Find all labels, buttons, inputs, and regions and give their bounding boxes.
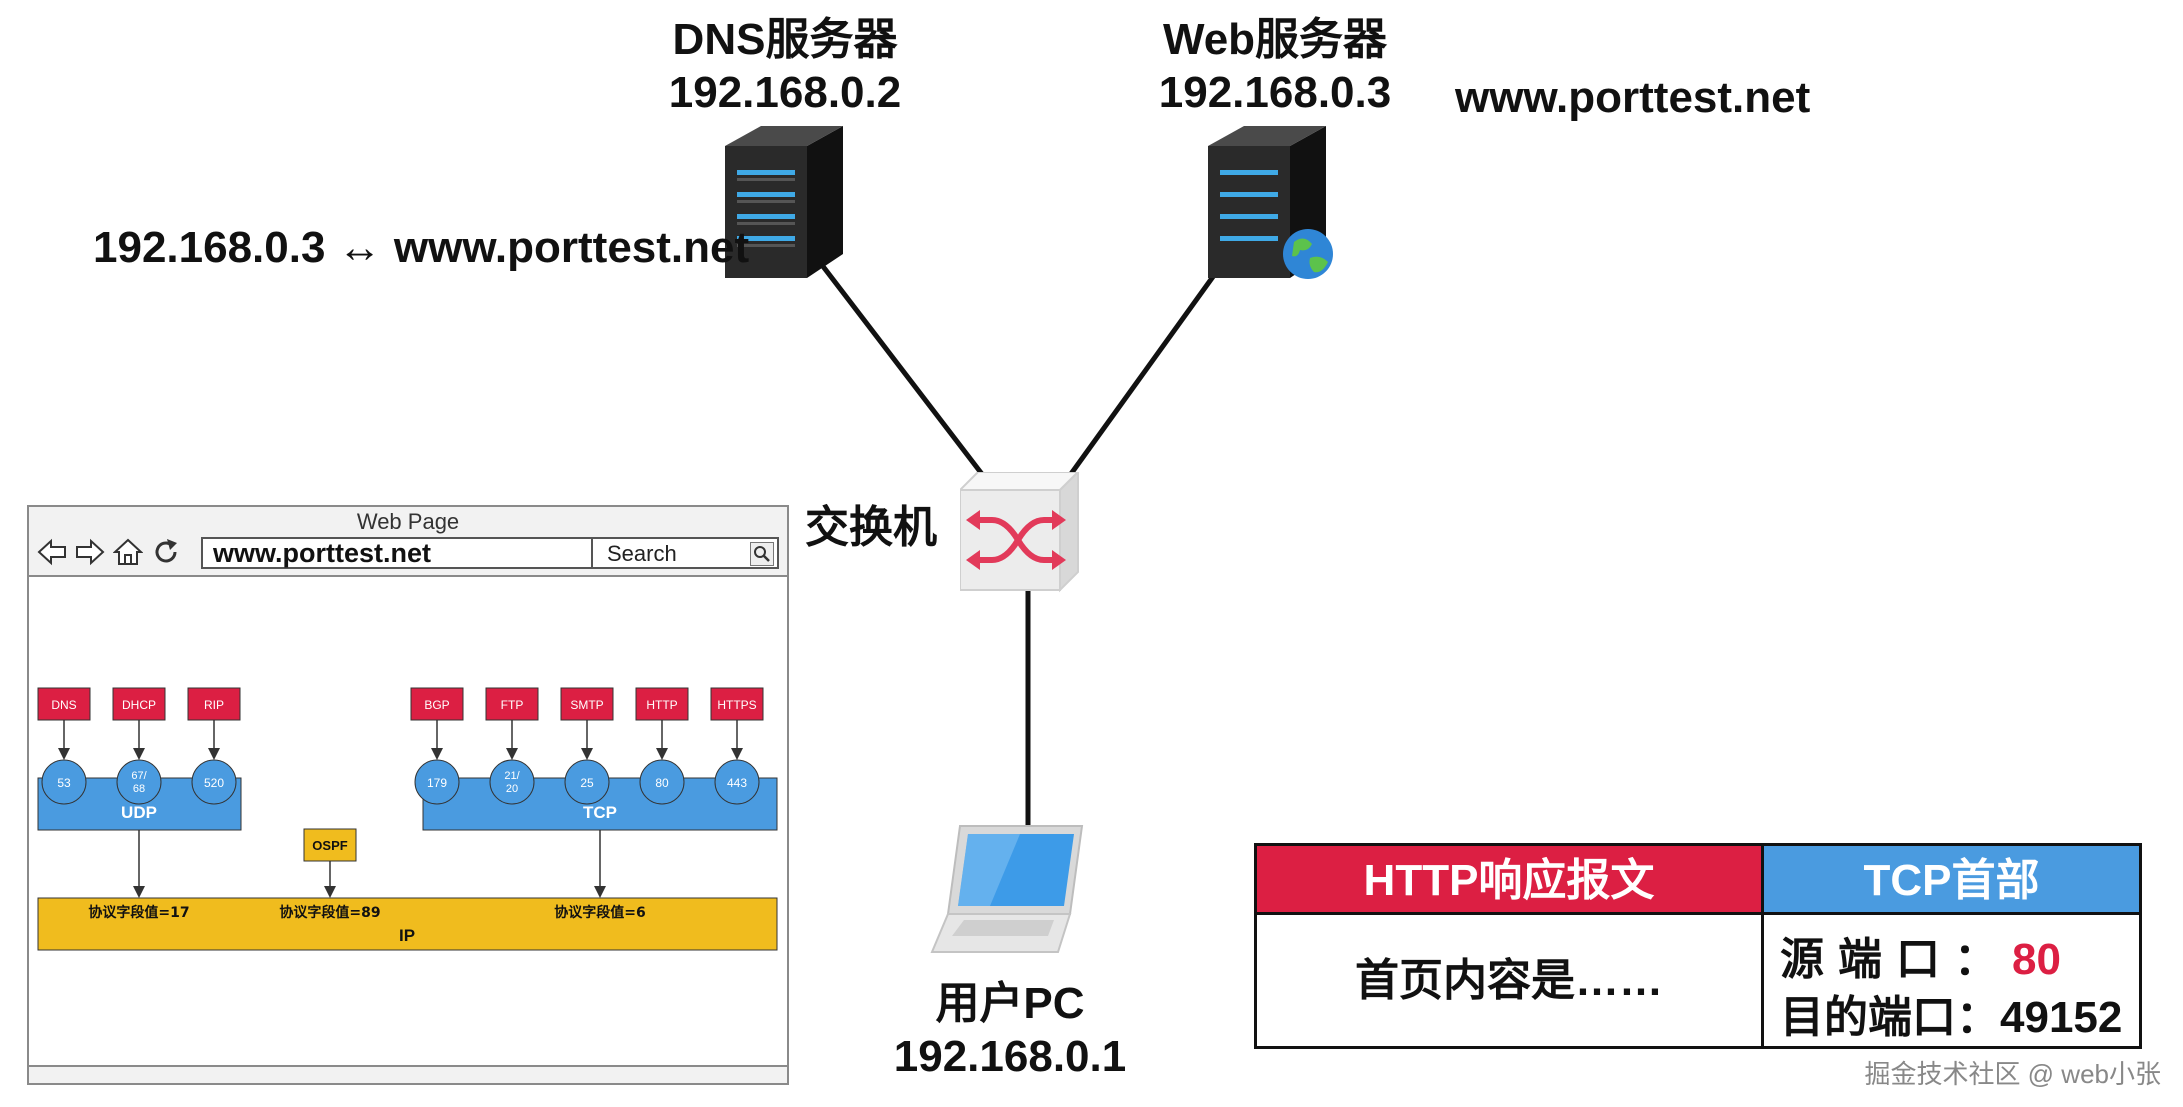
- udp-port-dns: 53: [57, 776, 71, 790]
- window-title: Web Page: [356, 509, 460, 534]
- web-server-domain: www.porttest.net: [1455, 73, 1811, 122]
- search-icon[interactable]: [750, 542, 774, 566]
- tcp-box-http: [635, 687, 689, 721]
- dns-mapping-record: 192.168.0.3 ↔ www.porttest.net: [93, 223, 750, 272]
- tcp-label-ftp: FTP: [501, 698, 524, 712]
- tcp-port-circle-smtp: [564, 759, 610, 805]
- tcp-label-https: HTTPS: [717, 698, 756, 712]
- udp-port-dhcp: 67/68: [131, 770, 147, 795]
- dst-port-row: 目的端口：49152: [1780, 981, 2122, 1045]
- search-placeholder: Search: [607, 541, 677, 566]
- tcp-port-ftp: 21/20: [504, 770, 520, 795]
- udp-layer-label: UDP: [121, 803, 157, 822]
- dst-port-label: 目的端口：: [1780, 993, 2000, 1042]
- browser-toolbar: Web Page www.porttest.net Search: [29, 507, 787, 577]
- tcp-port-smtp: 25: [580, 776, 594, 790]
- tcp-port-bgp: 179: [427, 776, 447, 790]
- web-server-ip: 192.168.0.3: [1158, 67, 1392, 117]
- laptop-icon: [930, 825, 1084, 953]
- dns-server-ip: 192.168.0.2: [668, 67, 902, 117]
- tcp-port-circle-ftp: [489, 759, 535, 805]
- tcp-box-smtp: [560, 687, 614, 721]
- tcp-label-bgp: BGP: [424, 698, 449, 712]
- tcp-ports-cell: 源端口：80 目的端口：49152: [1764, 915, 2139, 1046]
- switch-icon: [960, 472, 1080, 593]
- src-port-value: 80: [2012, 935, 2061, 984]
- browser-window: Web Page www.porttest.net Search: [27, 505, 789, 1085]
- tcp-port-circle-http: [639, 759, 685, 805]
- address-bar[interactable]: www.porttest.net: [201, 537, 599, 569]
- user-pc-label: 用户PC 192.168.0.1: [860, 978, 1160, 1084]
- dns-server-icon: [725, 126, 843, 278]
- http-response-packet: HTTP响应报文 TCP首部 首页内容是…… 源端口：80 目的端口：49152: [1254, 843, 2142, 1049]
- tcp-box-bgp: [410, 687, 464, 721]
- ip-field-tcp: 协议字段值=6: [554, 904, 645, 921]
- forward-icon[interactable]: [75, 537, 105, 567]
- tcp-port-circle-bgp: [414, 759, 460, 805]
- watermark: 掘金技术社区 @ web小张: [1864, 1059, 2161, 1089]
- http-body-cell: 首页内容是……: [1257, 915, 1764, 1046]
- ip-layer-bar: [37, 897, 778, 951]
- refresh-icon[interactable]: [151, 537, 181, 567]
- ip-field-udp: 协议字段值=17: [88, 904, 189, 921]
- tcp-port-circle-https: [714, 759, 760, 805]
- web-server-icon: [1208, 126, 1333, 279]
- user-pc-title: 用户PC: [935, 979, 1085, 1028]
- ip-layer-label: IP: [399, 926, 415, 945]
- ospf-box: [303, 828, 357, 862]
- search-box[interactable]: Search: [591, 537, 779, 569]
- link-dns-switch: [810, 250, 987, 480]
- tcp-layer-label: TCP: [583, 803, 617, 822]
- tcp-box-ftp: [485, 687, 539, 721]
- src-port-label: 源端口：: [1780, 935, 2012, 984]
- web-server-label: Web服务器 192.168.0.3: [1130, 14, 1420, 120]
- ip-field-ospf: 协议字段值=89: [279, 904, 380, 921]
- udp-box-dns: [37, 687, 91, 721]
- http-header-cell: HTTP响应报文: [1257, 846, 1764, 915]
- web-server-title: Web服务器: [1162, 15, 1388, 64]
- tcp-port-http: 80: [655, 776, 669, 790]
- udp-box-rip: [187, 687, 241, 721]
- udp-box-dhcp: [112, 687, 166, 721]
- tcp-label-http: HTTP: [646, 698, 677, 712]
- udp-label-dhcp: DHCP: [122, 698, 156, 712]
- user-pc-ip: 192.168.0.1: [893, 1031, 1127, 1081]
- tcp-header-cell: TCP首部: [1764, 846, 2139, 915]
- home-icon[interactable]: [113, 537, 143, 567]
- browser-status-bar: [29, 1065, 787, 1083]
- src-port-row: 源端口：80: [1780, 923, 2061, 987]
- udp-label-dns: DNS: [51, 698, 76, 712]
- udp-label-rip: RIP: [204, 698, 224, 712]
- switch-label: 交换机: [805, 503, 937, 552]
- dns-server-label: DNS服务器 192.168.0.2: [640, 14, 930, 120]
- tcp-label-smtp: SMTP: [570, 698, 603, 712]
- back-icon[interactable]: [37, 537, 67, 567]
- tcp-port-https: 443: [727, 776, 747, 790]
- udp-port-circle-dns: [41, 759, 87, 805]
- link-web-switch: [1065, 258, 1228, 480]
- dns-server-title: DNS服务器: [672, 15, 898, 64]
- udp-port-rip: 520: [204, 776, 224, 790]
- globe-icon: [1283, 229, 1333, 279]
- protocol-stack-diagram: UDP TCP 协议字段值=17 协议字段值=89 协议字段值=6IP OSPF DNS 53…: [37, 687, 778, 951]
- udp-port-circle-dhcp: [116, 759, 162, 805]
- udp-port-circle-rip: [191, 759, 237, 805]
- ospf-label: OSPF: [312, 838, 347, 853]
- dst-port-value: 49152: [2000, 993, 2123, 1042]
